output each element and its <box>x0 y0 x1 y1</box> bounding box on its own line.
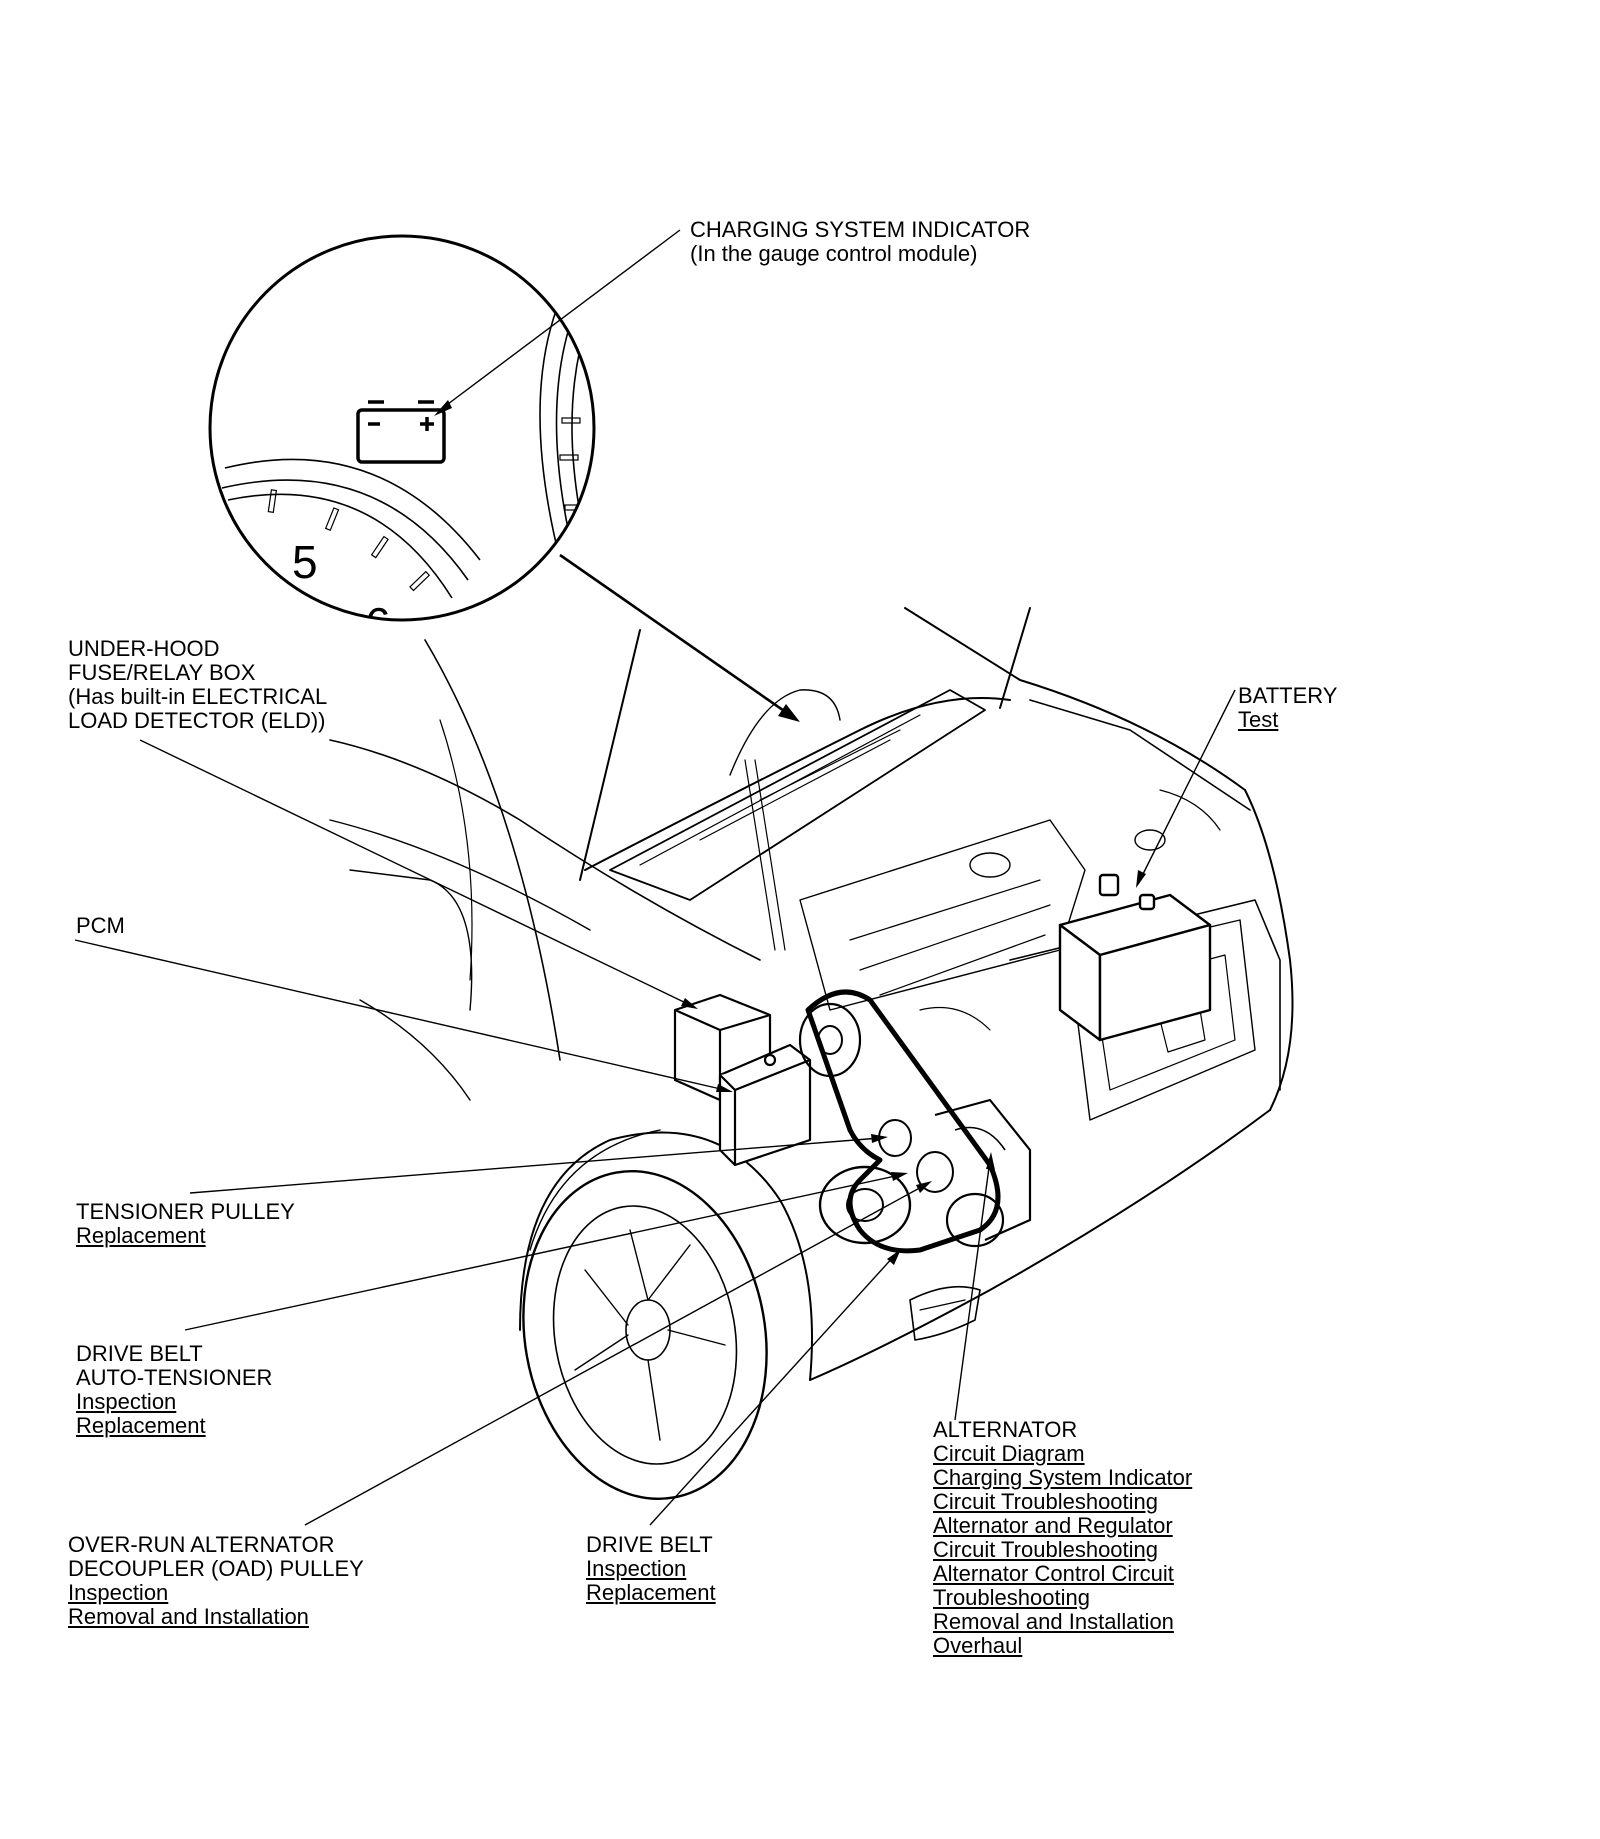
charging-indicator-troubleshooting-link[interactable]: Charging System Indicator <box>933 1465 1193 1490</box>
tensioner-pulley-callout: TENSIONER PULLEY Replacement <box>76 1200 295 1248</box>
alternator-overhaul-link[interactable]: Overhaul <box>933 1633 1023 1658</box>
alternator-removal-installation-link[interactable]: Removal and Installation <box>933 1609 1174 1634</box>
alternator-circuit-diagram-link[interactable]: Circuit Diagram <box>933 1441 1085 1466</box>
alternator-callout: ALTERNATOR Circuit Diagram Charging Syst… <box>933 1418 1192 1658</box>
battery-component <box>1058 873 1212 1042</box>
alternator-regulator-troubleshooting-link[interactable]: Circuit Troubleshooting <box>933 1537 1159 1562</box>
oad-pulley-callout: OVER-RUN ALTERNATOR DECOUPLER (OAD) PULL… <box>68 1533 364 1629</box>
oad-pulley-removal-installation-link[interactable]: Removal and Installation <box>68 1604 309 1629</box>
pcm-component <box>718 1043 812 1167</box>
gauge-inset: 5 6 <box>208 234 596 650</box>
callout-title-line: DRIVE BELT <box>586 1532 713 1557</box>
alternator-regulator-troubleshooting-link[interactable]: Alternator and Regulator <box>933 1513 1173 1538</box>
drive-belt-callout: DRIVE BELT Inspection Replacement <box>586 1533 716 1605</box>
vehicle-illustration <box>329 607 1294 1501</box>
leader-lines <box>74 229 1236 1526</box>
auto-tensioner-replacement-link[interactable]: Replacement <box>76 1413 206 1438</box>
drive-belt-inspection-link[interactable]: Inspection <box>586 1556 687 1581</box>
fuse-relay-box-callout: UNDER-HOOD FUSE/RELAY BOX (Has built-in … <box>68 637 327 733</box>
gauge-number-5: 5 <box>292 536 318 588</box>
callout-title-line: (In the gauge control module) <box>690 241 978 266</box>
callout-title-line: DRIVE BELT <box>76 1341 203 1366</box>
callout-title-line: LOAD DETECTOR (ELD)) <box>68 708 326 733</box>
callout-title-line: FUSE/RELAY BOX <box>68 660 256 685</box>
callout-title-line: CHARGING SYSTEM INDICATOR <box>690 217 1031 242</box>
callout-title-line: TENSIONER PULLEY <box>76 1199 295 1224</box>
callout-title-line: BATTERY <box>1238 683 1338 708</box>
callout-title-line: (Has built-in ELECTRICAL <box>68 684 328 709</box>
callout-title-line: UNDER-HOOD <box>68 636 220 661</box>
callout-title-line: DECOUPLER (OAD) PULLEY <box>68 1556 364 1581</box>
auto-tensioner-inspection-link[interactable]: Inspection <box>76 1389 177 1414</box>
callout-title-line: OVER-RUN ALTERNATOR <box>68 1532 335 1557</box>
battery-warning-icon <box>356 400 446 464</box>
battery-callout: BATTERY Test <box>1238 684 1337 732</box>
battery-test-link[interactable]: Test <box>1238 707 1279 732</box>
oad-pulley-inspection-link[interactable]: Inspection <box>68 1580 169 1605</box>
callout-title-line: ALTERNATOR <box>933 1417 1078 1442</box>
charging-indicator-troubleshooting-link[interactable]: Circuit Troubleshooting <box>933 1489 1159 1514</box>
callout-title-line: PCM <box>76 913 125 938</box>
tensioner-pulley-replacement-link[interactable]: Replacement <box>76 1223 206 1248</box>
drive-belt-replacement-link[interactable]: Replacement <box>586 1580 716 1605</box>
alternator-control-troubleshooting-link[interactable]: Troubleshooting <box>933 1585 1090 1610</box>
pcm-callout: PCM <box>76 914 125 938</box>
charging-system-indicator-callout: CHARGING SYSTEM INDICATOR (In the gauge … <box>690 218 1030 266</box>
callout-title-line: AUTO-TENSIONER <box>76 1365 273 1390</box>
alternator-control-troubleshooting-link[interactable]: Alternator Control Circuit <box>933 1561 1174 1586</box>
gauge-number-6: 6 <box>365 598 391 650</box>
drive-belt-auto-tensioner-callout: DRIVE BELT AUTO-TENSIONER Inspection Rep… <box>76 1342 272 1438</box>
belt-drive-assembly <box>798 989 1032 1254</box>
